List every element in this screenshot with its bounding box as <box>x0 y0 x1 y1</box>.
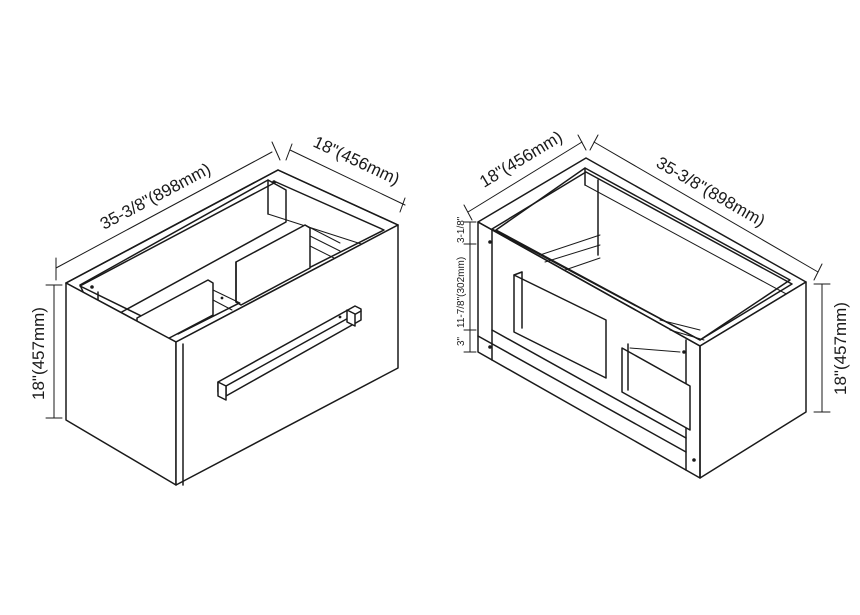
top-gap-label: 3-1/8" <box>456 216 467 243</box>
right-cabinet-inner-drawers <box>513 234 705 431</box>
left-cabinet-inner-slides <box>136 224 341 346</box>
left-depth-label: 18"(456mm) <box>310 132 402 189</box>
right-cabinet-front-frame <box>477 221 701 479</box>
left-width-label: 35-3/8"(898mm) <box>97 159 214 233</box>
right-depth-dimension: 18"(456mm) <box>463 127 587 221</box>
opening-height-label: 11-7/8"(302mm) <box>456 257 467 328</box>
bottom-gap-label: 3" <box>456 336 467 346</box>
right-cabinet <box>477 157 807 479</box>
right-width-dimension: 35-3/8"(898mm) <box>589 134 823 281</box>
right-cabinet-side-panel <box>699 281 807 479</box>
right-height-label: 18"(457mm) <box>831 302 850 395</box>
right-width-label: 35-3/8"(898mm) <box>653 153 768 231</box>
left-cabinet-drawer-handle <box>217 305 362 401</box>
right-depth-label: 18"(456mm) <box>476 127 565 191</box>
right-opening-dimensions: 3-1/8" 11-7/8"(302mm) 3" <box>456 216 477 353</box>
left-depth-dimension: 18"(456mm) <box>285 132 406 213</box>
left-height-dimension: 18"(457mm) <box>29 284 63 419</box>
right-height-dimension: 18"(457mm) <box>813 283 850 413</box>
left-cabinet <box>65 169 399 486</box>
left-height-label: 18"(457mm) <box>29 307 48 400</box>
